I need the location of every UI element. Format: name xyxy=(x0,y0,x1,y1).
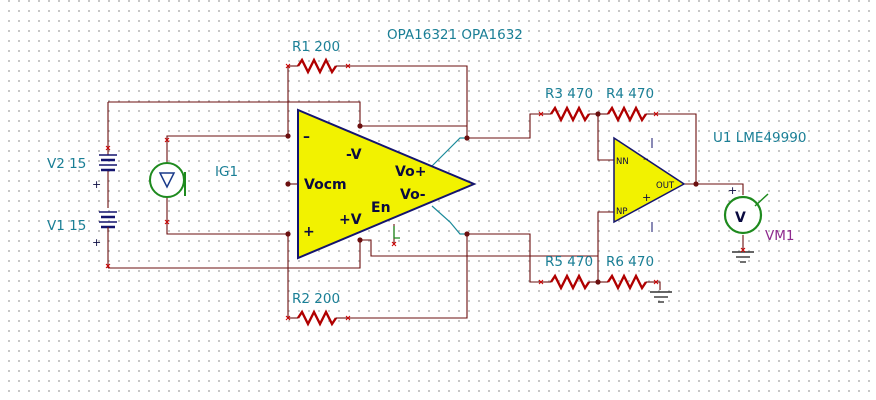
connection-marks xyxy=(105,63,746,321)
voltmeter-circle xyxy=(723,195,763,235)
wires xyxy=(107,65,744,319)
amp-output-traces xyxy=(431,137,467,235)
v2-plus-sign: + xyxy=(92,178,101,191)
voltmeter-arrow-icon xyxy=(754,193,769,207)
amp-vo-minus-label: Vo- xyxy=(400,187,426,203)
resistor-r1[interactable] xyxy=(288,57,348,75)
label-ig1: IG1 xyxy=(215,164,238,180)
labels: OPA16321 OPA1632 R1 200 R2 200 R3 470 R4… xyxy=(47,27,806,307)
battery-v1[interactable]: + xyxy=(92,211,117,249)
vm1-plus-sign: + xyxy=(728,184,737,197)
amp-pin-minus: – xyxy=(303,129,310,145)
v1-plus-sign: + xyxy=(92,236,101,249)
label-r4: R4 470 xyxy=(606,86,654,102)
u1-sign-minus: – xyxy=(643,152,649,165)
u1-pin-np: NP xyxy=(616,207,627,217)
ground-symbol-vm1 xyxy=(732,251,754,263)
u1-pin-nn: NN xyxy=(616,157,629,167)
u1-opamp[interactable]: NN NP OUT – + xyxy=(613,136,686,232)
current-source-circle xyxy=(149,162,185,198)
amp-body xyxy=(297,108,477,260)
battery-v2[interactable]: + xyxy=(92,150,117,191)
amp-vocm-label: Vocm xyxy=(304,177,347,193)
diagram-title: OPA16321 OPA1632 xyxy=(387,27,523,43)
label-u1: U1 LME49990 xyxy=(713,130,806,146)
label-r5: R5 470 xyxy=(545,254,593,270)
resistor-r3[interactable] xyxy=(541,105,598,123)
amp-pin-plus: + xyxy=(303,224,315,240)
amp-vo-plus-label: Vo+ xyxy=(395,164,426,180)
ground-symbol-r6 xyxy=(650,291,672,303)
enable-stub xyxy=(393,226,400,239)
voltmeter-symbol: V xyxy=(735,210,746,226)
label-r6: R6 470 xyxy=(606,254,654,270)
label-v2: V2 15 xyxy=(47,156,86,172)
label-r2: R2 200 xyxy=(292,291,340,307)
amp-pos-supply-label: +V xyxy=(339,212,362,228)
resistor-r2[interactable] xyxy=(288,309,348,327)
u1-pin-out: OUT xyxy=(656,181,675,191)
amp-neg-supply-label: -V xyxy=(346,147,362,163)
label-r1: R1 200 xyxy=(292,39,340,55)
amp-enable-label: En xyxy=(371,200,391,216)
fully-differential-amp[interactable]: – + -V +V Vocm Vo+ Vo- En xyxy=(297,108,477,260)
u1-sign-plus: + xyxy=(642,191,651,204)
u1-body xyxy=(613,136,686,224)
resistor-r5[interactable] xyxy=(541,273,598,291)
current-direction-icon xyxy=(158,172,176,189)
label-vm1: VM1 xyxy=(765,228,794,244)
resistor-r6[interactable] xyxy=(598,273,656,291)
junction-dots xyxy=(285,111,699,285)
label-v1: V1 15 xyxy=(47,218,86,234)
label-r3: R3 470 xyxy=(545,86,593,102)
resistor-r4[interactable] xyxy=(598,105,656,123)
current-source-ig1[interactable] xyxy=(149,140,186,220)
voltmeter-vm1[interactable]: V + xyxy=(723,184,769,235)
